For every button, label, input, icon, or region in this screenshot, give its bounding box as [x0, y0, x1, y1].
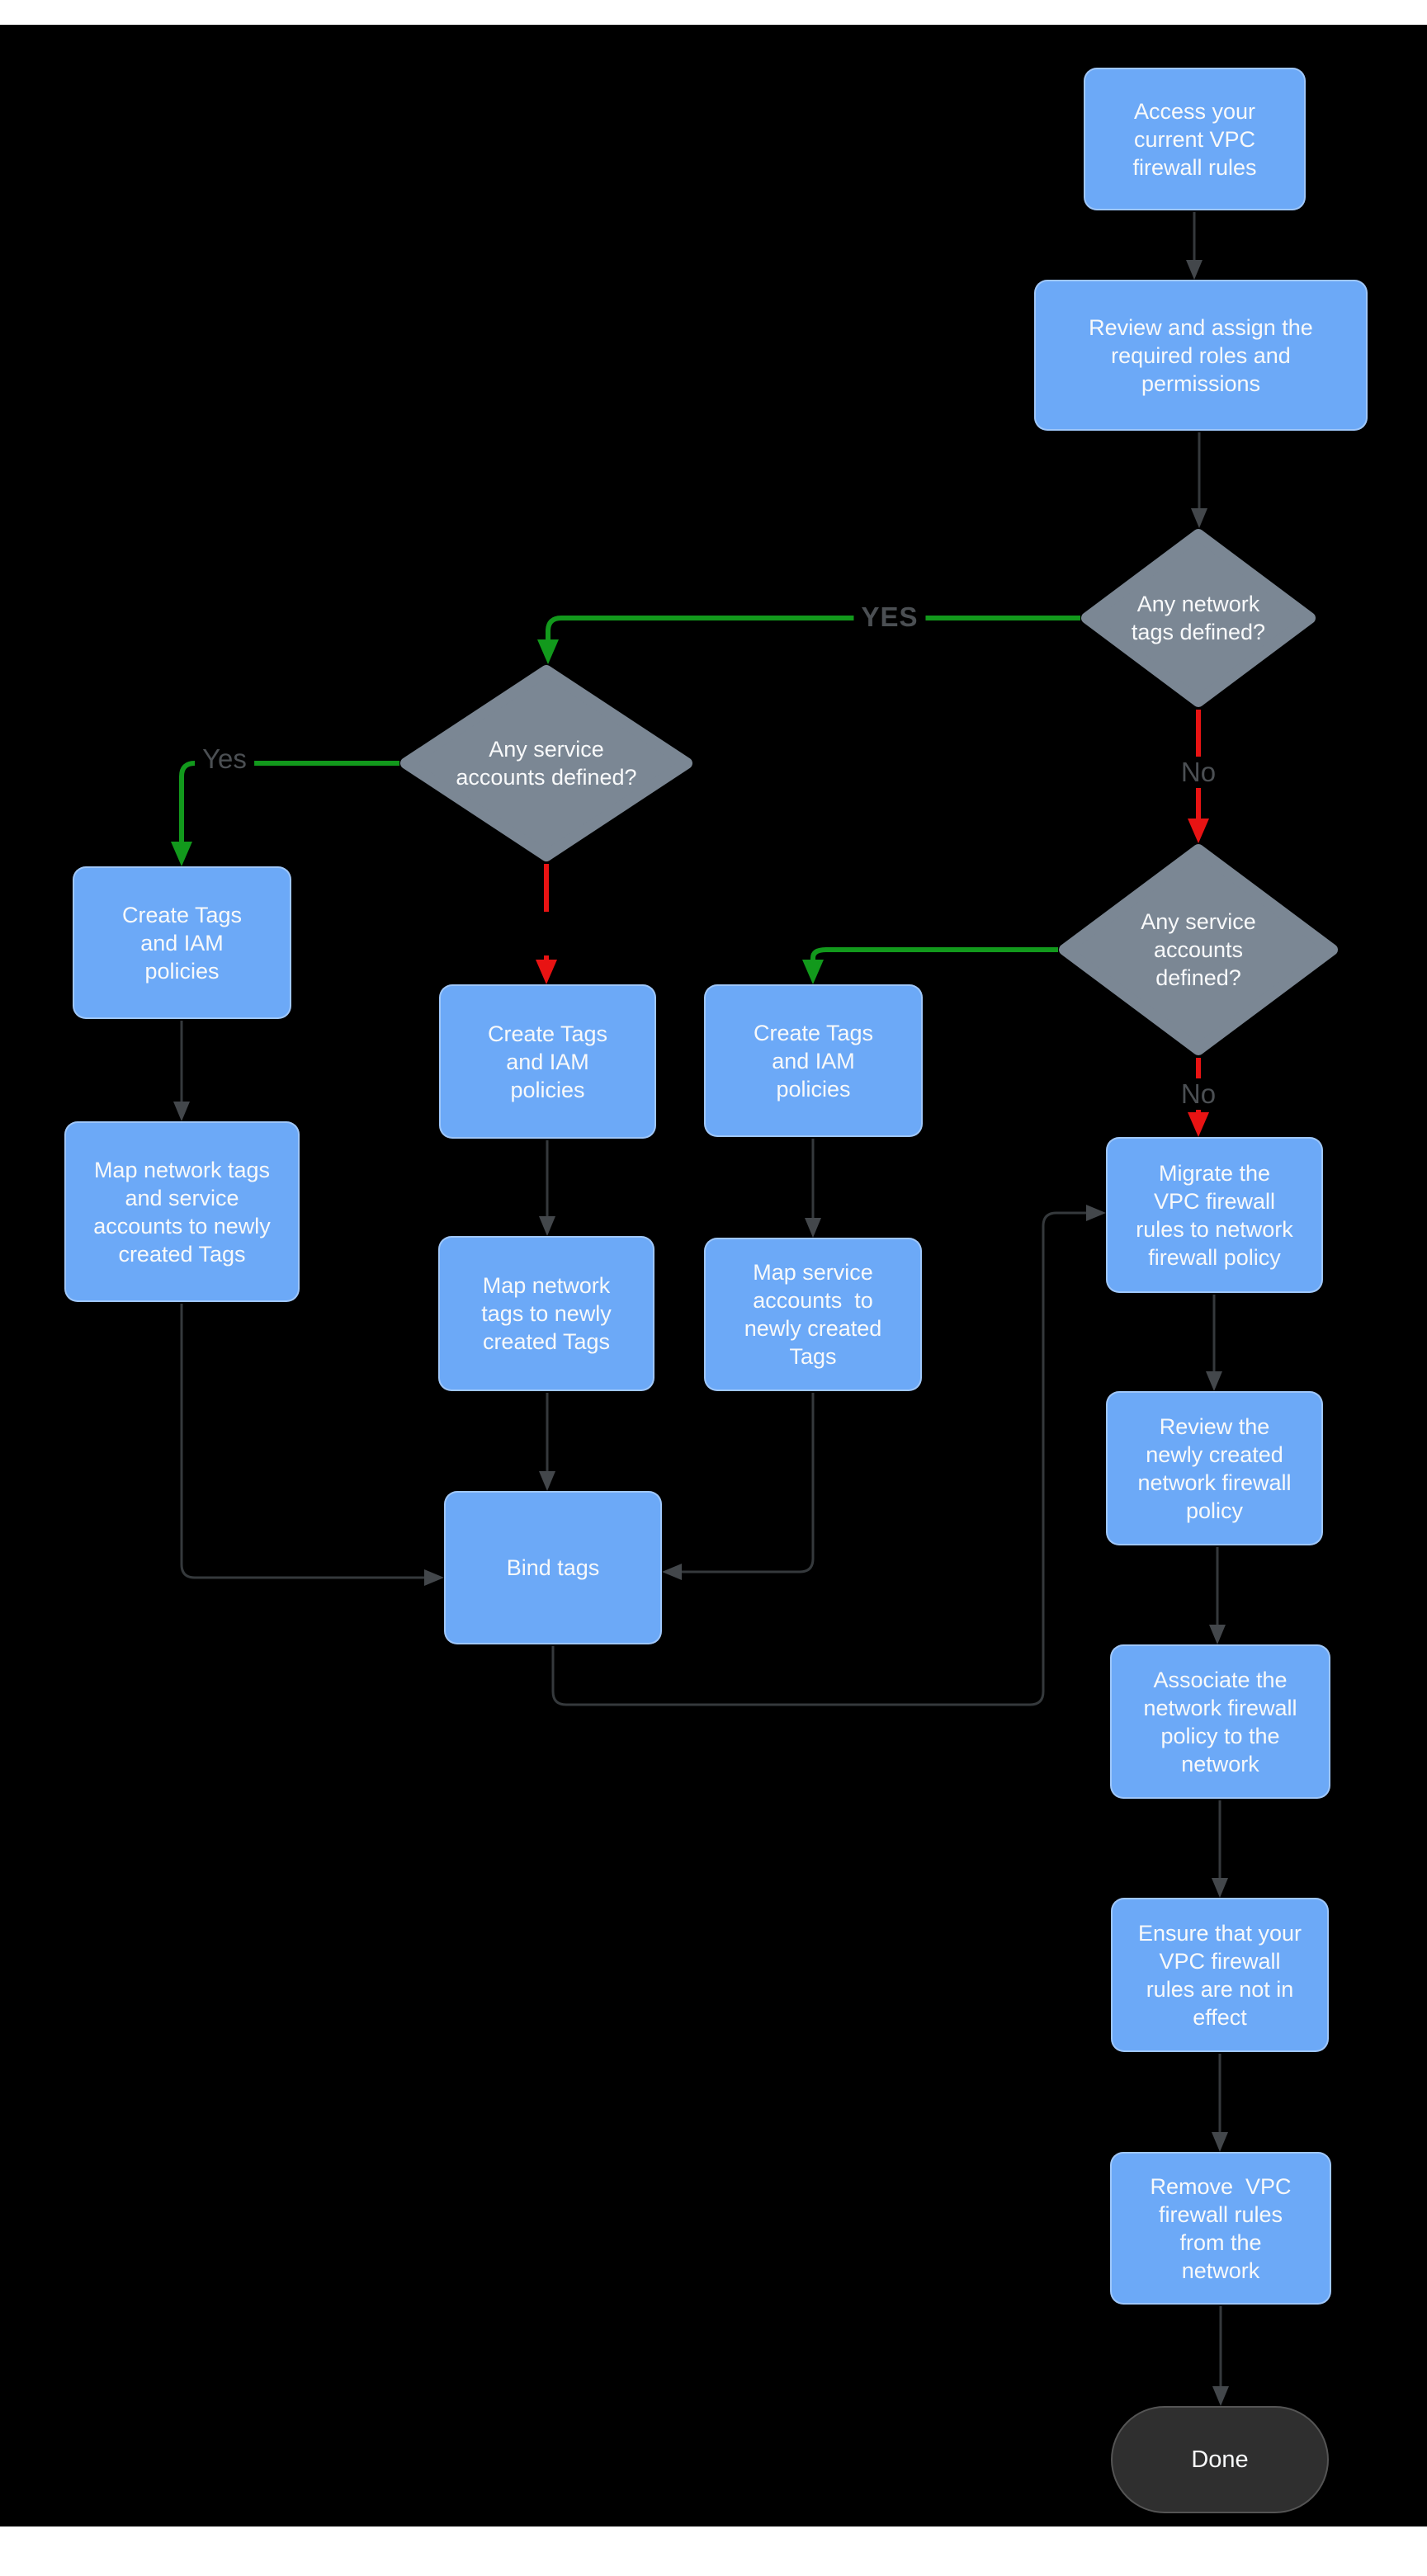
edge-label-yes-service-left: Yes — [195, 743, 254, 775]
node-review-roles-permissions: Review and assign the required roles and… — [1034, 280, 1368, 431]
bottom-margin-bar — [0, 2526, 1427, 2576]
edge-label-yes-network-tags: YES — [853, 602, 926, 633]
decision-label: Any service accounts defined? — [1141, 909, 1256, 990]
edge-yes-service-right — [810, 947, 1058, 961]
top-margin-bar — [0, 0, 1427, 25]
edge-yes-service-left — [179, 761, 399, 843]
decision-any-network-tags: Any network tags defined? — [1080, 528, 1316, 708]
arrowhead-down — [539, 1216, 555, 1236]
decision-any-service-accounts-left: Any service accounts defined? — [399, 664, 693, 862]
arrowhead-down — [1191, 508, 1207, 528]
arrowhead-down — [1212, 2386, 1229, 2406]
node-migrate-vpc-rules: Migrate the VPC firewall rules to networ… — [1106, 1137, 1323, 1293]
arrowhead-down — [1209, 1625, 1226, 1644]
decision-label: Any service accounts defined? — [456, 737, 637, 790]
gray-arrowheads — [173, 260, 1229, 2406]
edge-yes-network-tags — [546, 616, 1080, 641]
edge-label-no-network-tags: No — [1173, 757, 1224, 788]
arrowhead-right — [424, 1569, 444, 1586]
node-map-network-tags: Map network tags to newly created Tags — [438, 1236, 654, 1391]
arrowhead-down-red — [1188, 1112, 1209, 1137]
decision-any-service-accounts-right: Any service accounts defined? — [1058, 843, 1339, 1056]
arrowhead-down-red — [536, 960, 557, 984]
gray-connectors — [180, 212, 1222, 2388]
edge-label-no-service-right: No — [1173, 1078, 1224, 1110]
yes-connectors — [179, 616, 1080, 961]
arrowhead-down — [1212, 2132, 1228, 2152]
diamond-shape — [400, 665, 692, 861]
diamond-shape — [1081, 529, 1316, 707]
node-bind-tags: Bind tags — [444, 1491, 662, 1644]
node-create-tags-iam-mid: Create Tags and IAM policies — [439, 984, 656, 1139]
node-ensure-rules-not-in-effect: Ensure that your VPC firewall rules are … — [1111, 1898, 1329, 2052]
arrowhead-down — [1212, 1878, 1228, 1898]
node-review-firewall-policy: Review the newly created network firewal… — [1106, 1391, 1323, 1545]
no-arrowheads — [536, 819, 1209, 1137]
node-map-network-tags-and-service-accounts: Map network tags and service accounts to… — [64, 1121, 300, 1302]
arrowhead-down — [173, 1102, 190, 1121]
edge-bind-to-migrate — [551, 1211, 1088, 1706]
arrowhead-down-red — [1188, 819, 1209, 843]
decision-label: Any network tags defined? — [1131, 592, 1266, 644]
node-done: Done — [1111, 2406, 1329, 2513]
node-remove-vpc-rules: Remove VPC firewall rules from the netwo… — [1110, 2152, 1331, 2305]
node-associate-policy: Associate the network firewall policy to… — [1110, 1644, 1330, 1799]
diamond-shape — [1059, 844, 1338, 1055]
arrowhead-down — [1206, 1371, 1222, 1391]
arrowhead-down — [805, 1218, 821, 1238]
yes-arrowheads — [171, 639, 824, 984]
edge-map-service-to-bind — [680, 1393, 815, 1573]
arrowhead-right — [1086, 1205, 1106, 1221]
arrowhead-left — [662, 1564, 682, 1580]
arrowhead-down — [1186, 260, 1203, 280]
arrowhead-down — [539, 1471, 555, 1491]
arrowhead-down-green — [537, 639, 559, 664]
arrowhead-down-green — [802, 960, 824, 984]
node-map-service-accounts: Map service accounts to newly created Ta… — [704, 1238, 922, 1391]
arrowhead-down-green — [171, 842, 192, 866]
node-access-vpc-firewall-rules: Access your current VPC firewall rules — [1084, 68, 1306, 210]
edge-map-both-to-bind — [180, 1304, 426, 1579]
node-create-tags-iam-left: Create Tags and IAM policies — [73, 866, 291, 1019]
node-create-tags-iam-right: Create Tags and IAM policies — [704, 984, 923, 1137]
